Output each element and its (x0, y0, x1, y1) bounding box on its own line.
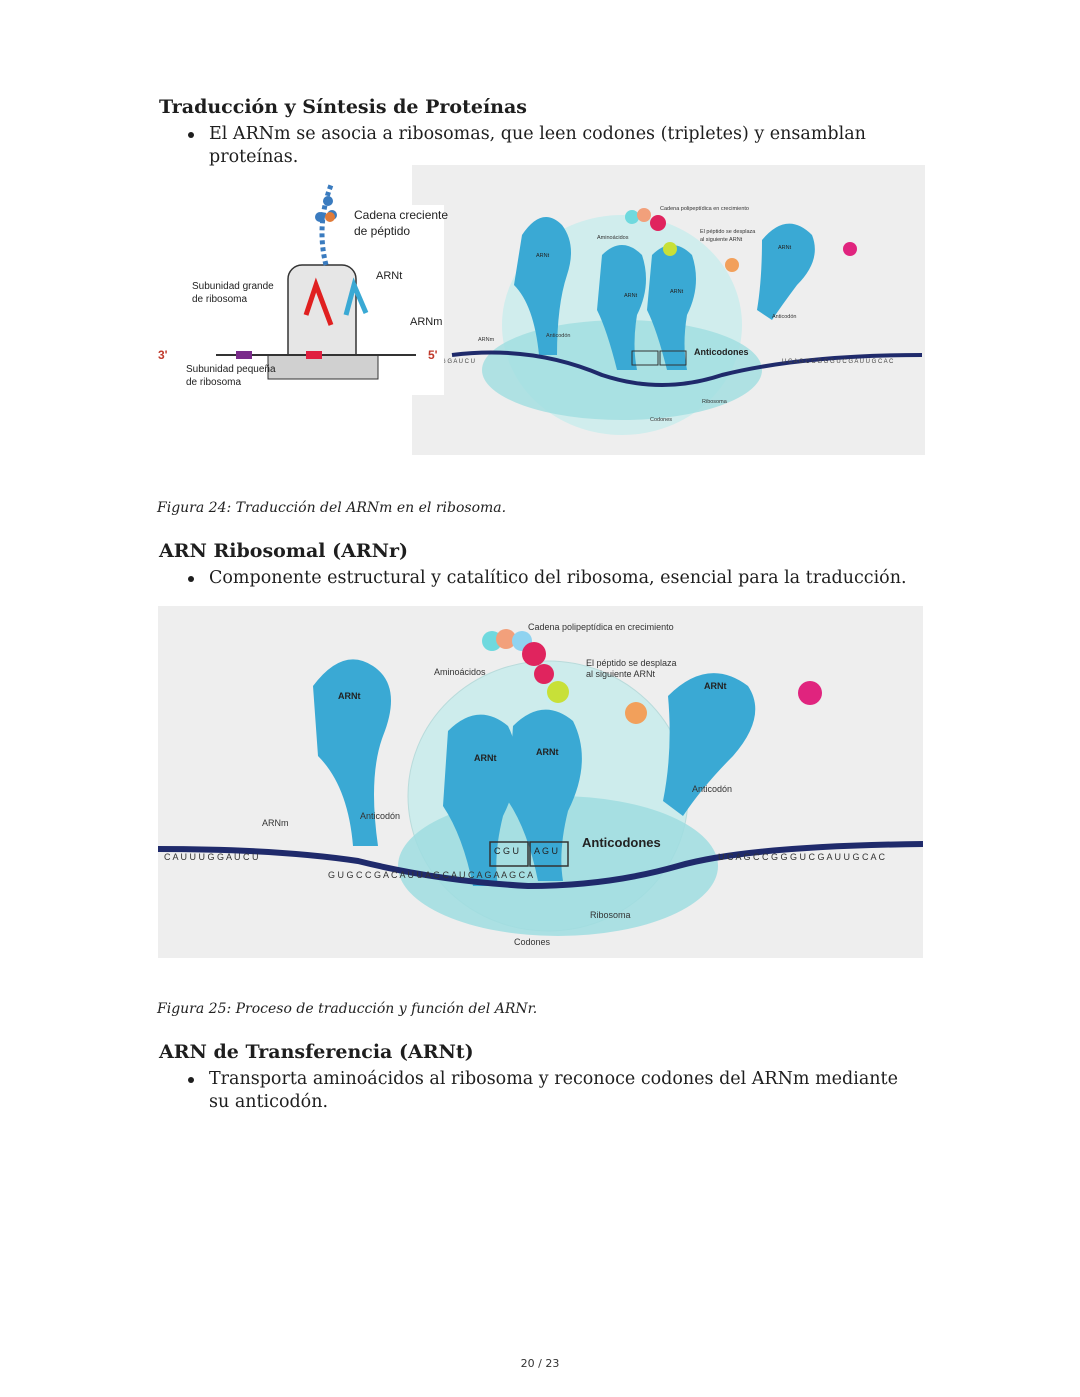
heading-rrna: ARN Ribosomal (ARNr) (159, 540, 408, 562)
heading-trna: ARN de Transferencia (ARNt) (159, 1041, 474, 1063)
bullet-text: Componente estructural y catalítico del … (209, 568, 907, 588)
schema-mrna: ARNm (410, 316, 442, 328)
schema-small-2: de ribosoma (186, 377, 241, 388)
small-shift-label: El péptido se desplaza (700, 229, 756, 235)
schema-3prime: 3' (158, 348, 168, 362)
small-mrna: ARNm (478, 337, 495, 343)
bullet-translation: El ARNm se asocia a ribosomas, que leen … (188, 123, 908, 169)
bullet-text: El ARNm se asocia a ribosomas, que leen … (209, 124, 866, 167)
bullet-dot (188, 132, 194, 138)
heading-translation: Traducción y Síntesis de Proteínas (159, 96, 527, 118)
label-shift-2: al siguiente ARNt (586, 669, 656, 679)
trna-right (663, 673, 756, 816)
small-trna-mid: ARNt (624, 293, 638, 299)
seq-right: U C A G C C G G G U C G A U U G C A C (718, 852, 886, 862)
small-trna-mid2: ARNt (670, 289, 684, 295)
label-trna-left: ARNt (338, 691, 361, 701)
small-ribosome: C A U U U G G A U C U U C A G C C G G G … (412, 206, 923, 435)
label-anticodon-right: Anticodón (692, 784, 732, 794)
label-anticodon-left: Anticodón (360, 811, 400, 821)
label-anticodones: Anticodones (582, 835, 661, 850)
small-anticodon-right: Anticodón (772, 314, 796, 320)
label-shift: El péptido se desplaza (586, 658, 677, 668)
label-trna-right: ARNt (704, 681, 727, 691)
figure-25-image: C A U U U G G A U C U G U G C C G A C A … (157, 606, 924, 958)
label-codons: Codones (514, 937, 551, 947)
small-amino-label: Aminoácidos (597, 235, 629, 241)
schema-peptide: Cadena creciente (354, 208, 448, 222)
small-anticodon-left: Anticodón (546, 333, 570, 339)
label-amino: Aminoácidos (434, 667, 486, 677)
bullet-dot (188, 576, 194, 582)
schema-large: Subunidad grande (192, 281, 274, 292)
schema-peptide-2: de péptido (354, 224, 410, 238)
label-chain: Cadena polipeptídica en crecimiento (528, 622, 674, 632)
bullet-dot (188, 1077, 194, 1083)
label-trna-mid: ARNt (474, 753, 497, 763)
trna-center-left (443, 714, 517, 886)
schema-small: Subunidad pequeña (186, 364, 276, 375)
label-ribosome: Ribosoma (590, 910, 631, 920)
schema-trna: ARNt (376, 270, 402, 282)
small-chain-label: Cadena polipeptídica en crecimiento (660, 206, 749, 212)
small-codons-label: Codones (650, 417, 672, 423)
seq-mid: G U G C C G A C A U U A G C A U C A G A … (328, 870, 533, 880)
bullet-text: Transporta aminoácidos al ribosoma y rec… (209, 1069, 898, 1112)
bullet-rrna: Componente estructural y catalítico del … (188, 567, 908, 590)
schema-large-2: de ribosoma (192, 294, 247, 305)
figure-24-image: C A U U U G G A U C U U C A G C C G G G … (156, 165, 925, 455)
anticodon-box-2 (529, 841, 569, 867)
label-mrna: ARNm (262, 818, 289, 828)
anticodon-1: C G U (494, 846, 519, 856)
page-number: 20 / 23 (520, 1357, 560, 1370)
seq-left: C A U U U G G A U C U (164, 852, 259, 862)
figure-25-caption: Figura 25: Proceso de traducción y funci… (157, 1001, 538, 1017)
label-trna-mid2: ARNt (536, 747, 559, 757)
schematic: Cadena creciente de péptido ARNt Subunid… (158, 184, 448, 388)
bullet-trna: Transporta aminoácidos al ribosoma y rec… (188, 1068, 908, 1114)
small-shift-label-2: al siguiente ARNt (700, 237, 743, 243)
small-trna-left: ARNt (536, 253, 550, 259)
figure-24-caption: Figura 24: Traducción del ARNm en el rib… (157, 500, 507, 516)
anticodon-2: A G U (534, 846, 558, 856)
trna-left (313, 659, 391, 846)
figure-24: C A U U U G G A U C U U C A G C C G G G … (156, 165, 926, 457)
small-trna-right: ARNt (778, 245, 792, 251)
small-anticodones: Anticodones (694, 347, 749, 357)
small-ribosome-label: Ribosoma (702, 399, 728, 405)
schema-5prime: 5' (428, 348, 438, 362)
small-seq-right: U C A G C C G G G U C G A U U G C A C (782, 359, 894, 365)
trna-center-right (508, 709, 582, 881)
anticodon-box-1 (489, 841, 529, 867)
figure-25: C A U U U G G A U C U G U G C C G A C A … (157, 606, 924, 958)
mrna-backbone (157, 841, 924, 890)
